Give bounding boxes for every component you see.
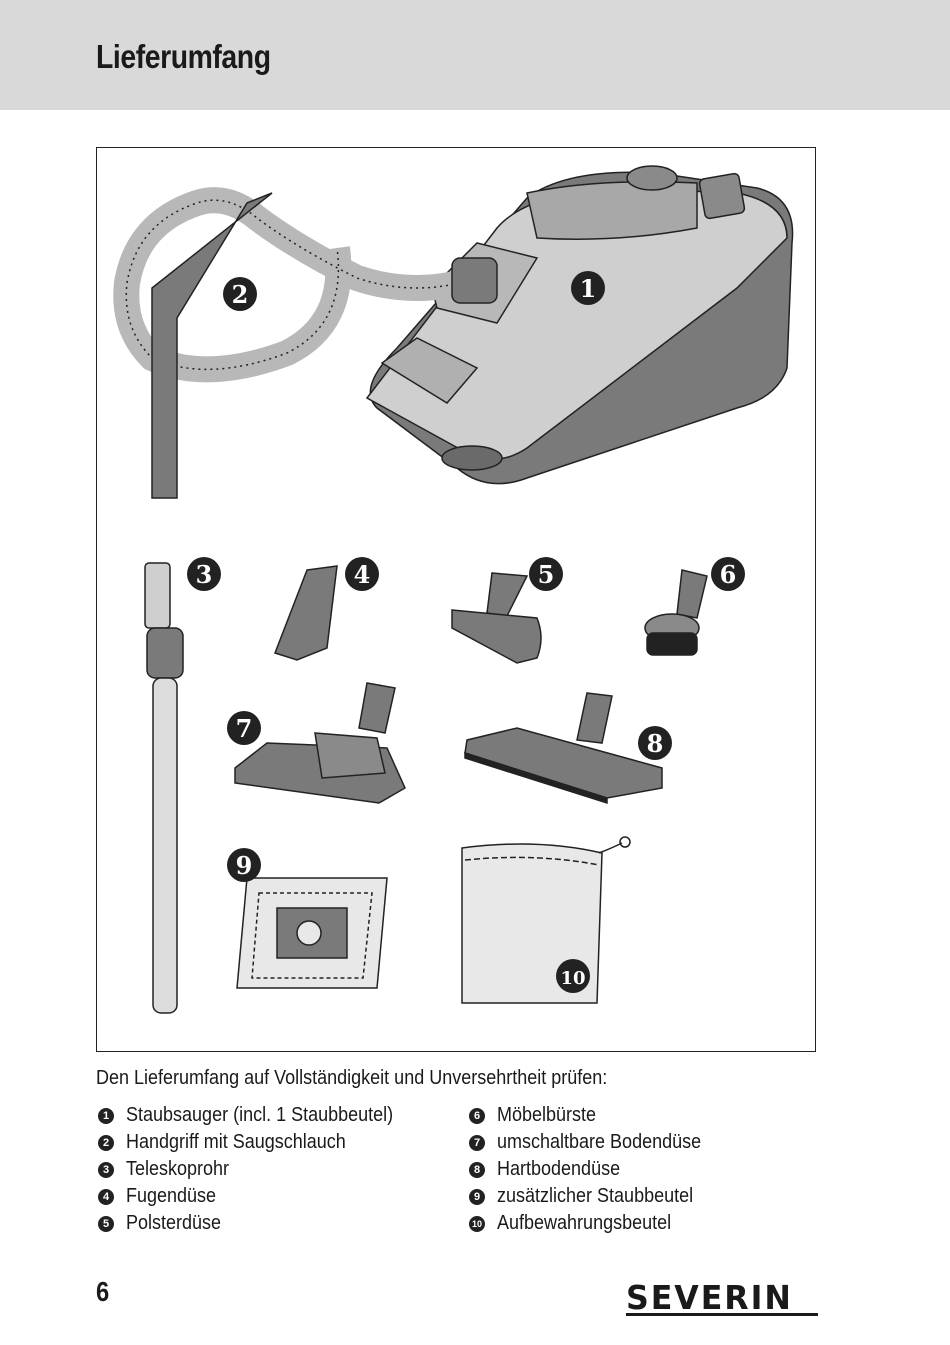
- crevice-nozzle-drawing: [274, 565, 338, 661]
- item-label: Aufbewahrungsbeutel: [497, 1212, 672, 1234]
- list-item: 4 Fugendüse: [96, 1183, 423, 1210]
- vacuum-cleaner-drawing: [365, 165, 794, 485]
- list-item: 1 Staubsauger (incl. 1 Staubbeutel): [96, 1102, 423, 1129]
- page-number: 6: [96, 1276, 110, 1307]
- item-label: Teleskoprohr: [126, 1158, 230, 1180]
- upholstery-nozzle-drawing: [451, 572, 542, 664]
- svg-text:1: 1: [580, 274, 597, 303]
- item-number: 6: [469, 1107, 485, 1124]
- item-number: 8: [469, 1161, 485, 1178]
- page-header: Lieferumfang: [0, 0, 950, 110]
- item-number: 5: [98, 1215, 114, 1232]
- hose-handle-drawing: [113, 187, 498, 499]
- list-item: 8 Hartbodendüse: [467, 1156, 724, 1183]
- parts-list-left: 1 Staubsauger (incl. 1 Staubbeutel) 2 Hand…: [96, 1102, 423, 1237]
- item-number: 2: [98, 1134, 114, 1151]
- item-number: 4: [98, 1188, 114, 1205]
- svg-text:9: 9: [236, 851, 253, 880]
- badge-6: 6: [711, 557, 745, 591]
- svg-text:7: 7: [236, 714, 253, 743]
- svg-text:8: 8: [647, 729, 664, 758]
- badge-9: 9: [227, 848, 261, 882]
- storage-bag-drawing: [461, 836, 631, 1004]
- badge-7: 7: [227, 711, 261, 745]
- telescopic-tube-drawing: [144, 562, 184, 1014]
- item-label: Staubsauger (incl. 1 Staubbeutel): [126, 1104, 394, 1126]
- list-item: 7 umschaltbare Bodendüse: [467, 1129, 724, 1156]
- svg-text:3: 3: [196, 560, 213, 589]
- item-label: umschaltbare Bodendüse: [497, 1131, 702, 1153]
- page-title: Lieferumfang: [96, 38, 271, 75]
- svg-text:2: 2: [232, 280, 249, 309]
- item-label: Möbelbürste: [497, 1104, 597, 1126]
- brand-underline: [626, 1313, 818, 1316]
- badge-3: 3: [187, 557, 221, 591]
- svg-text:4: 4: [354, 560, 371, 589]
- parts-drawing: 1 2 3 4 5 6 7 8 9 10: [113, 165, 794, 1014]
- list-item: 5 Polsterdüse: [96, 1210, 423, 1237]
- svg-text:5: 5: [538, 560, 555, 589]
- badge-10: 10: [556, 959, 590, 993]
- furniture-brush-drawing: [644, 569, 708, 656]
- list-item: 10 Aufbewahrungsbeutel: [467, 1210, 724, 1237]
- item-number: 9: [469, 1188, 485, 1205]
- svg-text:6: 6: [720, 560, 737, 589]
- item-label: zusätzlicher Staubbeutel: [497, 1185, 694, 1207]
- hard-floor-nozzle-drawing: [464, 692, 663, 805]
- badge-1: 1: [571, 271, 605, 305]
- badge-8: 8: [638, 726, 672, 760]
- brand-logo: SEVERIN: [626, 1278, 793, 1317]
- item-number: 10: [469, 1215, 485, 1232]
- svg-text:10: 10: [560, 968, 585, 989]
- list-item: 2 Handgriff mit Saugschlauch: [96, 1129, 423, 1156]
- intro-text: Den Lieferumfang auf Vollständigkeit und…: [96, 1067, 608, 1089]
- badge-4: 4: [345, 557, 379, 591]
- parts-list-right: 6 Möbelbürste 7 umschaltbare Bodendüse 8 Ha…: [467, 1102, 724, 1237]
- item-label: Polsterdüse: [126, 1212, 222, 1234]
- list-item: 6 Möbelbürste: [467, 1102, 724, 1129]
- item-label: Hartbodendüse: [497, 1158, 621, 1180]
- dust-bag-drawing: [236, 877, 388, 989]
- list-item: 9 zusätzlicher Staubbeutel: [467, 1183, 724, 1210]
- item-label: Handgriff mit Saugschlauch: [126, 1131, 346, 1153]
- list-item: 3 Teleskoprohr: [96, 1156, 423, 1183]
- badge-5: 5: [529, 557, 563, 591]
- item-number: 1: [98, 1107, 114, 1124]
- item-number: 7: [469, 1134, 485, 1151]
- item-number: 3: [98, 1161, 114, 1178]
- parts-illustration: 1 2 3 4 5 6 7 8 9 10: [96, 147, 816, 1052]
- badge-2: 2: [223, 277, 257, 311]
- floor-nozzle-drawing: [234, 682, 406, 804]
- item-label: Fugendüse: [126, 1185, 217, 1207]
